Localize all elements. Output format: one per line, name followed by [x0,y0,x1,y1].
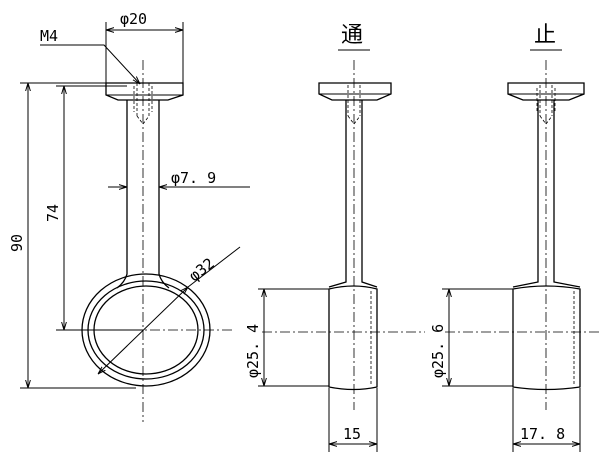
view-through: 通 φ25. 4 15 [244,23,425,452]
flange [318,82,392,101]
screw-hole [133,83,153,125]
dim-h90: 90 [8,234,26,252]
dim-d20: φ20 [120,10,147,28]
dim-d7-9: φ7. 9 [171,169,216,187]
dim-h74: 74 [44,204,62,222]
socket-body [328,285,378,391]
dim-w17-8: 17. 8 [520,425,565,443]
dim-w15: 15 [343,425,361,443]
socket-body [512,285,581,391]
view-side: φ20 M4 φ7. 9 φ32 90 74 [8,10,250,422]
dim-d32: φ32 [185,254,217,285]
view-stop: 止 φ25. 6 17. 8 [429,23,600,452]
title-stop: 止 [534,23,556,48]
title-through: 通 [341,23,363,48]
dim-d25-4: φ25. 4 [244,324,262,378]
screw-hole [347,85,361,125]
screw-hole [536,85,556,125]
dim-m4: M4 [40,27,58,45]
dim-d25-6: φ25. 6 [429,324,447,378]
